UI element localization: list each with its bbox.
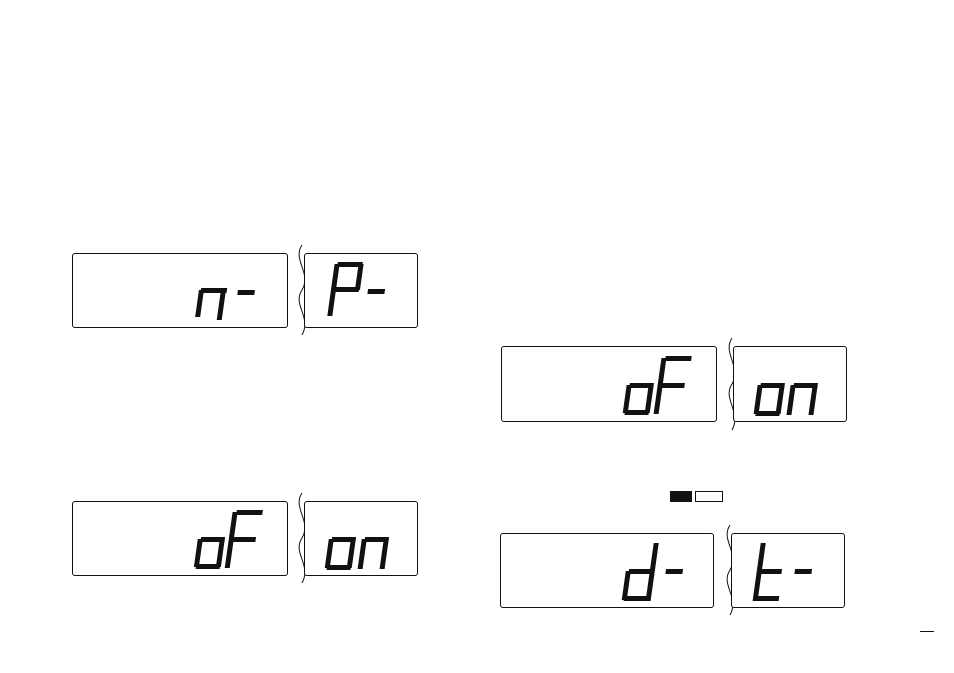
segment-n-right — [380, 539, 389, 569]
page-number-dash — [920, 631, 934, 632]
lcd-display-3-left: oF — [501, 346, 717, 422]
segment-o-bottom — [755, 411, 780, 416]
lcd-display-1-right: P- — [304, 253, 418, 328]
segment-dash — [237, 290, 255, 295]
segment-o-right — [776, 385, 785, 414]
segment-t-bottom — [755, 596, 780, 601]
lcd-display-4-right: t- — [731, 533, 845, 608]
lcd-display-2-right: on — [304, 501, 418, 576]
lcd-display-4-right-segments — [732, 534, 846, 609]
segment-o-bottom — [196, 564, 221, 569]
segment-f-top — [236, 510, 263, 515]
segment-o-right — [347, 539, 356, 568]
segment-o-left — [194, 539, 203, 567]
lcd-display-1-right-segments — [305, 254, 419, 329]
segment-o-right — [645, 385, 654, 413]
lcd-display-2-right-segments — [305, 502, 419, 577]
segment-o-right — [216, 539, 225, 567]
lcd-display-1-left: n- — [72, 253, 288, 328]
segment-d-bottom — [624, 596, 649, 601]
segment-n-left — [195, 290, 204, 317]
segment-d-left — [622, 571, 631, 600]
segment-d-middle — [628, 569, 653, 574]
segment-n-right — [808, 385, 817, 415]
segment-o-left — [754, 385, 763, 414]
indicator-box-empty — [695, 491, 723, 502]
segment-o-bottom — [624, 410, 649, 415]
indicator-box-filled — [670, 491, 692, 502]
segment-f-top — [665, 356, 692, 361]
segment-o-left — [623, 385, 632, 413]
lcd-display-4-left: d- — [500, 533, 714, 608]
segment-f-middle — [660, 383, 685, 388]
lcd-display-3-right: on — [733, 346, 847, 422]
segment-dash — [665, 569, 683, 574]
segment-n-left — [358, 539, 367, 569]
segment-o-bottom — [326, 565, 351, 570]
segment-n-left — [786, 385, 795, 415]
segment-p-right — [355, 264, 364, 290]
segment-dash — [367, 289, 385, 294]
segment-o-left — [325, 539, 334, 568]
lcd-display-2-left-segments — [73, 502, 289, 577]
segment-dash — [794, 569, 812, 574]
lcd-display-3-left-segments — [502, 347, 718, 423]
segment-f-middle — [231, 537, 256, 542]
segment-p-middle — [334, 287, 360, 292]
lcd-display-3-right-segments — [734, 347, 848, 423]
lcd-display-4-left-segments — [501, 534, 715, 609]
segment-n-right — [217, 290, 226, 320]
segment-t-middle — [759, 569, 782, 574]
lcd-display-1-left-segments — [73, 254, 289, 329]
lcd-display-2-left: oF — [72, 501, 288, 576]
